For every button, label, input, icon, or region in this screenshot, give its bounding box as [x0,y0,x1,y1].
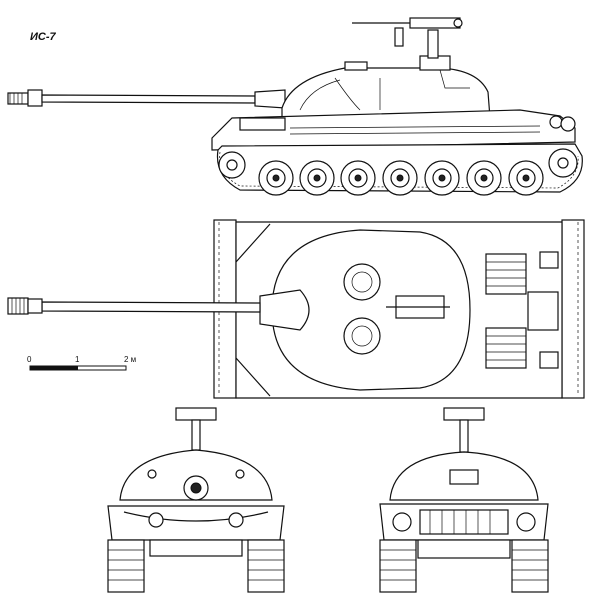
scale-label-2: 2 м [124,355,136,364]
front-aa-gun [175,407,217,421]
top-muzzle-brake [7,297,29,315]
scale-bar: 0 1 2 м [27,355,136,371]
rear-engine-deck [419,509,509,535]
front-right-track [247,539,285,593]
side-barrel-collar [27,89,43,107]
front-hull [107,505,285,541]
top-barrel [41,301,261,313]
top-engine-grilles [485,253,559,369]
rear-left-track [379,539,417,593]
rear-right-track [511,539,549,593]
top-turret [271,229,471,391]
scale-label-1: 1 [75,355,80,364]
rear-aa-gun [443,407,485,421]
scale-bar-filled-segment [30,366,78,370]
front-gun-bore [190,482,202,494]
front-view [107,407,285,593]
top-mantlet [259,289,310,331]
top-loader-hatch [343,317,381,355]
side-mantlet [254,89,286,109]
side-barrel [41,94,256,104]
rear-view [379,407,549,593]
front-turret [119,449,273,501]
drawing-title: ИС-7 [30,31,57,43]
side-road-wheels [258,160,544,196]
top-commander-hatch [343,263,381,301]
scale-label-0: 0 [27,355,32,364]
front-left-track [107,539,145,593]
top-right-track [561,219,585,399]
side-view [7,17,583,196]
side-aa-gun [409,17,461,29]
top-view [7,219,585,399]
